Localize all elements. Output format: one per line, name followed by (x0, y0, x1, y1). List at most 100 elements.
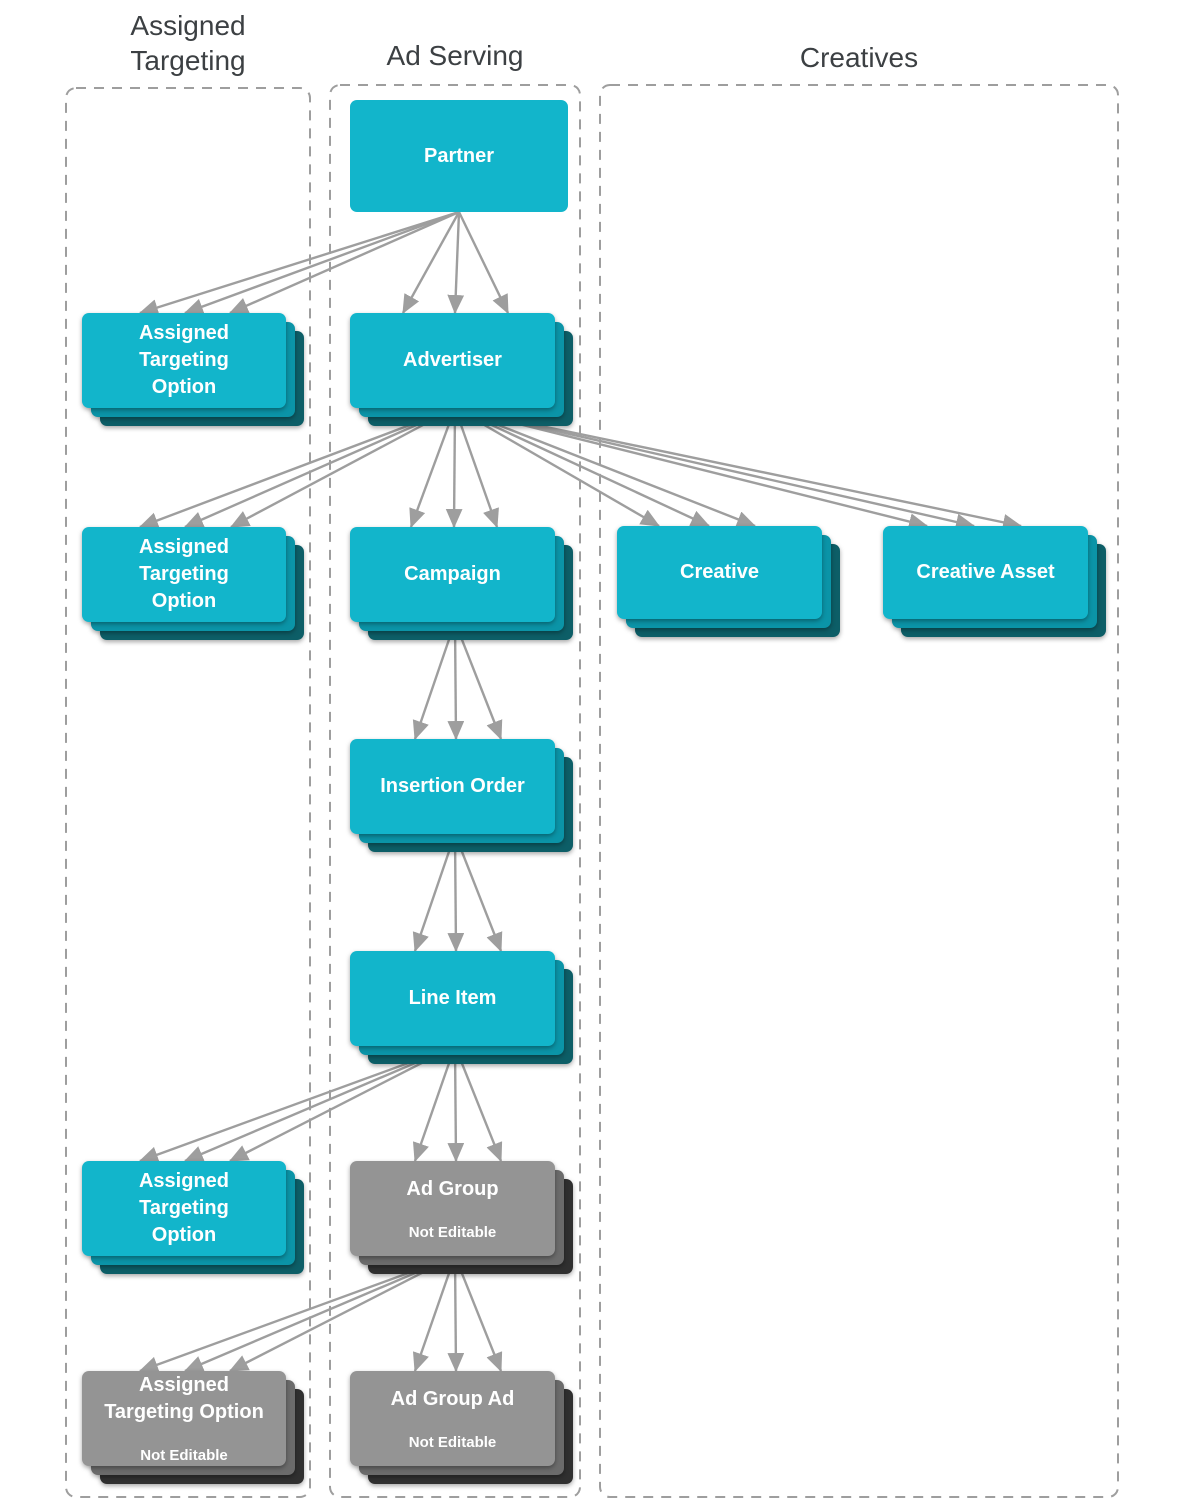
arrow-line-item-to-ad-group (447, 1045, 465, 1163)
arrow-line-item-to-assigned-targeting-option-3 (183, 1044, 456, 1163)
arrow-partner-to-advertiser (401, 211, 461, 315)
arrow-line-item-to-assigned-targeting-option-3 (228, 1044, 456, 1163)
node-creative-asset: Creative Asset (883, 526, 1106, 637)
arrow-insertion-order-to-line-item (412, 833, 457, 953)
column-title-creatives: Creatives (799, 42, 919, 73)
arrow-ad-group-to-assigned-targeting-option-4 (228, 1254, 456, 1373)
column-creatives (599, 84, 1119, 1498)
node-box-partner: Partner (350, 100, 568, 212)
column-title-wrap-assigned-targeting: Assigned Targeting (66, 8, 310, 78)
node-box-campaign: Campaign (350, 527, 555, 622)
arrow-ad-group-to-assigned-targeting-option-4 (183, 1254, 456, 1373)
column-assigned-targeting (65, 87, 311, 1498)
node-label: Creative (680, 559, 759, 586)
node-box-creative: Creative (617, 526, 822, 619)
arrow-advertiser-to-creative (454, 406, 757, 528)
node-label-text: Advertiser (403, 349, 502, 371)
node-box-line-item: Line Item (350, 951, 555, 1046)
node-label-text: Line Item (408, 987, 497, 1009)
arrow-line-item-to-assigned-targeting-option-3 (138, 1044, 456, 1163)
arrow-partner-to-assigned-targeting-option-1 (138, 210, 460, 316)
node-label: Ad Group Ad (391, 1386, 515, 1413)
arrow-advertiser-to-assigned-targeting-option-2 (183, 406, 456, 529)
node-label-text: Ad Group Ad (390, 1387, 515, 1410)
arrow-line-item-to-ad-group (412, 1045, 457, 1163)
node-label: Advertiser (403, 347, 502, 374)
node-label-line: Option (151, 590, 217, 612)
node-advertiser: Advertiser (350, 313, 573, 426)
arrow-campaign-to-insertion-order (453, 621, 503, 741)
node-insertion-order: Insertion Order (350, 739, 573, 852)
node-label: Insertion Order (380, 773, 524, 800)
arrow-advertiser-to-campaign (453, 407, 499, 529)
node-label-line: Targeting Option (104, 1401, 264, 1423)
column-title-assigned-targeting: Assigned Targeting (130, 10, 246, 76)
node-creative: Creative (617, 526, 840, 637)
column-title-wrap-ad-serving: Ad Serving (330, 38, 580, 73)
arrow-advertiser-to-creative-asset (454, 406, 1023, 531)
arrow-advertiser-to-creative (454, 406, 661, 528)
arrow-insertion-order-to-line-item (447, 833, 465, 953)
arrow-advertiser-to-assigned-targeting-option-2 (229, 406, 456, 529)
arrow-campaign-to-insertion-order (412, 621, 457, 741)
column-title-wrap-creatives: Creatives (600, 40, 1118, 75)
node-sublabel: Not Editable (408, 1223, 497, 1241)
node-box-insertion-order: Insertion Order (350, 739, 555, 834)
node-label-line: Assigned (138, 1170, 230, 1192)
arrow-advertiser-to-creative-asset (454, 406, 976, 531)
arrow-advertiser-to-creative-asset (454, 406, 929, 530)
node-label-line: Assigned (138, 1374, 229, 1396)
arrow-advertiser-to-campaign (445, 407, 463, 529)
arrow-advertiser-to-assigned-targeting-option-2 (138, 406, 456, 529)
node-box-advertiser: Advertiser (350, 313, 555, 408)
node-label-text: Partner (423, 144, 495, 167)
node-label-text: Ad Group (406, 1177, 499, 1200)
arrow-partner-to-advertiser (457, 211, 510, 315)
node-label-text: Campaign (404, 563, 501, 585)
node-label-line: Option (151, 376, 217, 398)
node-label-line: Option (151, 1224, 217, 1246)
node-label: Ad Group (406, 1176, 498, 1203)
node-label-line: Assigned (138, 536, 230, 558)
node-label-line: Targeting (139, 1197, 229, 1219)
node-label-text: Creative (680, 561, 759, 583)
node-label-text: Creative Asset (916, 561, 1055, 583)
node-sublabel: Not Editable (408, 1433, 497, 1451)
node-label-text: Insertion Order (380, 775, 525, 797)
column-title-ad-serving: Ad Serving (386, 40, 524, 71)
node-label: Creative Asset (916, 559, 1054, 586)
node-label: Line Item (409, 985, 497, 1012)
arrow-ad-group-to-ad-group-ad (412, 1255, 457, 1373)
node-partner: Partner (350, 100, 568, 212)
arrow-ad-group-to-ad-group-ad (453, 1255, 503, 1373)
node-label: Partner (424, 143, 494, 170)
node-line-item: Line Item (350, 951, 573, 1064)
node-ad-group-ad: Ad Group Ad Not Editable (350, 1371, 573, 1484)
node-box-ad-group-ad: Ad Group Ad Not Editable (350, 1371, 555, 1466)
node-label-line: Targeting (139, 563, 229, 585)
node-box-creative-asset: Creative Asset (883, 526, 1088, 619)
arrow-partner-to-assigned-targeting-option-1 (183, 210, 460, 315)
node-label-line: Targeting (139, 349, 229, 371)
arrow-advertiser-to-campaign (409, 407, 457, 529)
arrow-partner-to-assigned-targeting-option-1 (228, 210, 460, 315)
arrow-advertiser-to-creative (454, 406, 711, 528)
arrow-partner-to-advertiser (447, 211, 465, 315)
arrow-ad-group-to-ad-group-ad (447, 1255, 465, 1373)
